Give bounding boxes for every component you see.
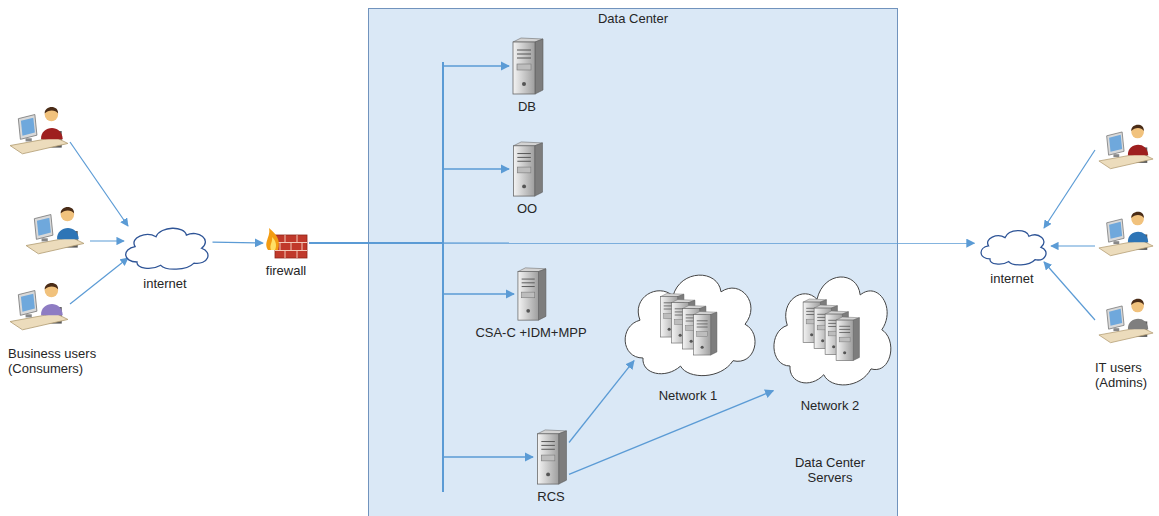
network-cloud: Network 2 [759,250,902,413]
server-node: CSA-C +IDM+MPP [471,266,590,340]
server-node: DB [505,36,549,114]
firewall-icon [263,226,309,260]
it-user-icons [1099,125,1153,343]
node-label: OO [505,201,549,216]
node-label: CSA-C +IDM+MPP [471,325,590,340]
node-label: Network 2 [759,398,902,413]
cloud-icon [975,222,1050,268]
connector [309,243,514,294]
connector [569,361,634,443]
connector [569,391,773,475]
data-center-region: Data CenterData Center Servers DB OO CSA-C … [368,8,898,516]
connector [309,243,533,457]
group-label: IT users (Admins) [1095,360,1155,390]
node-label: RCS [529,489,573,504]
data-center-ground [369,9,898,516]
node-label: firewall [259,263,313,278]
server-icon [533,428,569,486]
firewall-icon: firewall [259,226,313,278]
region-note: Data Center Servers [780,455,880,485]
business-user-icons [10,107,84,330]
connector [309,242,975,243]
cluster-icon [613,250,763,385]
group-label-text: Business users (Consumers) [8,346,120,376]
user-links [70,142,1095,320]
node-label: Network 1 [609,388,767,403]
internet-cloud: internet [971,222,1054,286]
network-cloud: Network 1 [609,250,767,403]
server-icon [514,266,548,322]
node-label: internet [114,276,217,291]
node-label: internet [971,271,1054,286]
connector [309,66,509,243]
server-node: RCS [529,428,573,504]
node-label: DB [505,99,549,114]
group-label: Business users (Consumers) [8,346,120,376]
server-icon [509,36,545,96]
region-title: Data Center [368,11,898,26]
internet-cloud: internet [114,218,217,291]
server-node: OO [505,140,549,216]
cluster-icon [763,250,898,395]
server-icon [509,140,545,198]
connector [213,242,264,244]
connector [309,169,509,243]
cloud-icon [118,218,213,273]
group-label-text: IT users (Admins) [1095,360,1155,390]
